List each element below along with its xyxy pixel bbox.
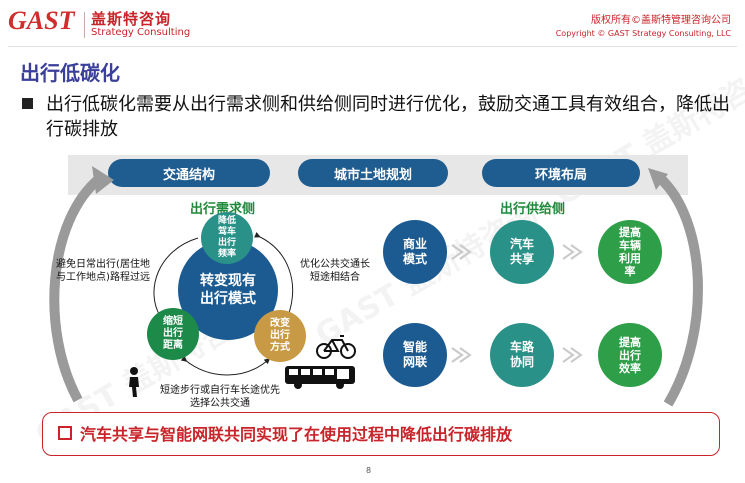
- header-rule: [8, 46, 737, 47]
- car-sharing-label: 汽车共享: [509, 237, 534, 266]
- left-cycle-arrow: [49, 174, 104, 403]
- bus-icon: [285, 366, 355, 389]
- business-model-label: 商业模式: [402, 237, 427, 266]
- conclusion-text: 汽车共享与智能网联共同实现了在使用过程中降低出行碳排放: [80, 425, 513, 444]
- copyright-en: Copyright © GAST Strategy Consulting, LL…: [555, 29, 731, 38]
- car-sharing-circle: 汽车共享: [490, 220, 554, 284]
- demand-side-label: 出行需求侧: [190, 202, 256, 217]
- company-name-cn: 盖斯特咨询: [91, 10, 172, 28]
- reduce-driving-circle: 降低驾车出行频率: [201, 212, 253, 264]
- vehicle-utilization-label: 提高车辆利用率: [619, 226, 641, 278]
- intelligent-connected-circle: 智能网联: [383, 323, 447, 387]
- intelligent-connected-label: 智能网联: [402, 340, 427, 369]
- vehicle-road-coordination-circle: 车路协同: [490, 323, 554, 387]
- reduce-driving-label: 降低驾车出行频率: [217, 216, 236, 259]
- pill-environment-layout: 环境布局: [482, 159, 640, 187]
- bicycle-icon: [316, 335, 356, 359]
- bullet-text: 出行低碳化需要从出行需求侧和供给侧同时进行优化，鼓励交通工具有效组合，降低出行碳…: [46, 94, 730, 140]
- travel-efficiency-label: 提高出行效率: [619, 335, 641, 375]
- conclusion-box: [42, 412, 720, 456]
- pedestrian-icon: [129, 367, 139, 397]
- shorten-distance-label: 缩短出行距离: [163, 316, 183, 351]
- shorten-distance-circle: 缩短出行距离: [147, 308, 199, 360]
- pill-transport-structure: 交通结构: [108, 159, 270, 187]
- page-title: 出行低碳化: [20, 61, 120, 85]
- change-mode-circle: 改变出行方式: [254, 310, 306, 362]
- logo-divider: [84, 12, 85, 38]
- business-model-circle: 商业模式: [383, 220, 447, 284]
- company-name-en: Strategy Consulting: [91, 27, 191, 38]
- copyright-cn: 版权所有©盖斯特管理咨询公司: [591, 15, 731, 26]
- supply-side-label: 出行供给侧: [500, 202, 566, 217]
- bullet-icon: [22, 98, 33, 109]
- checkbox-bullet-icon: [58, 426, 72, 440]
- gast-logo: GAST: [8, 6, 75, 35]
- right-cycle-arrow: [656, 174, 703, 407]
- vehicle-road-coordination-label: 车路协同: [509, 340, 534, 369]
- travel-efficiency-circle: 提高出行效率: [598, 323, 662, 387]
- pill-urban-land-planning: 城市土地规划: [298, 159, 448, 187]
- change-mode-label: 改变出行方式: [270, 318, 290, 353]
- note-avoid-long-commute: 避免日常出行(居住地与工作地点)路程过远: [56, 259, 150, 283]
- vehicle-utilization-circle: 提高车辆利用率: [598, 220, 662, 284]
- note-walk-or-transit: 短途步行或自行车长途优先选择公共交通: [160, 385, 280, 409]
- center-label: 转变现有出行模式: [200, 273, 256, 307]
- page-number: 8: [366, 466, 372, 475]
- note-optimize-public-transit: 优化公共交通长短途相结合: [300, 259, 370, 283]
